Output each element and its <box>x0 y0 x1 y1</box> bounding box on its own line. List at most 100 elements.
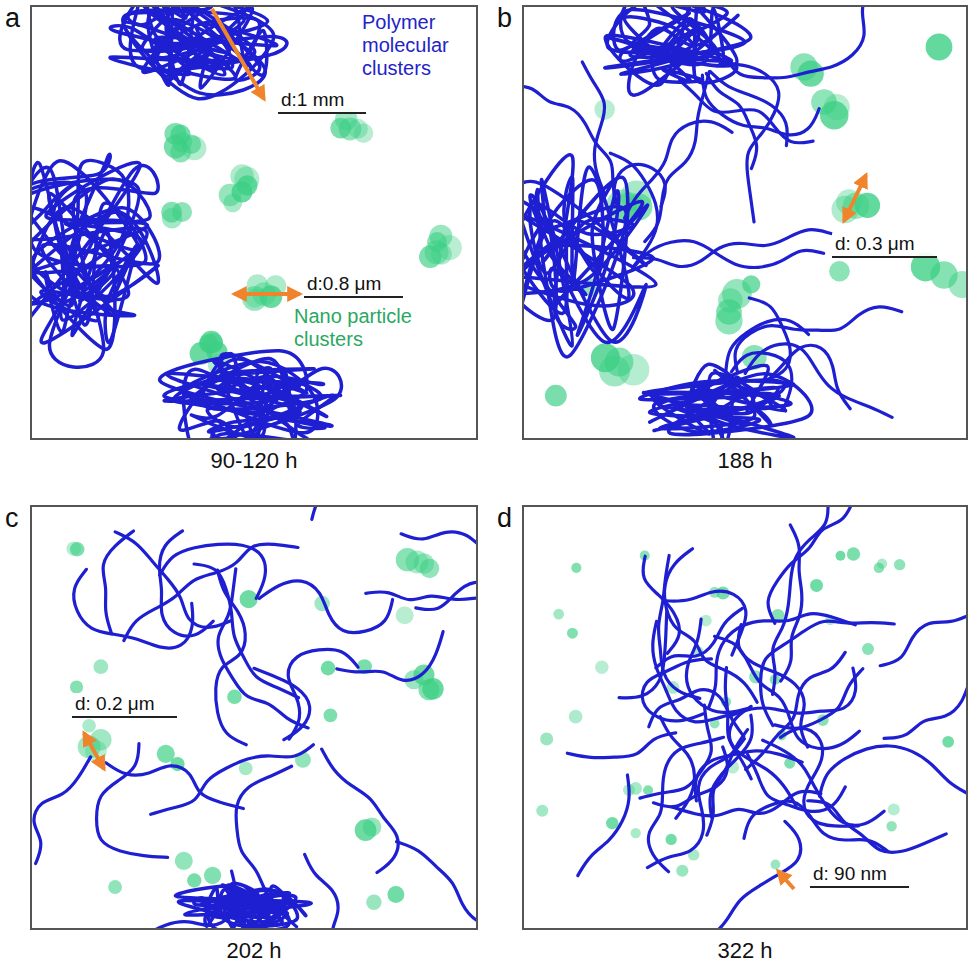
size-arrow <box>234 292 300 296</box>
cluster-label: Polymer molecular clusters <box>362 11 472 80</box>
polymer-group <box>34 507 476 928</box>
polymer-chain <box>880 613 966 666</box>
nanoparticle <box>324 709 338 723</box>
nanoparticle <box>718 288 742 312</box>
nanoparticle <box>631 828 641 838</box>
polymer-chain <box>34 757 91 864</box>
polymer-chain <box>305 854 401 928</box>
polymer-chain <box>648 737 723 871</box>
polymer-cluster-chain <box>182 362 317 433</box>
polymer-chain <box>748 754 846 811</box>
nanoparticle <box>82 719 96 733</box>
polymer-chain <box>633 241 824 269</box>
nanoparticle <box>676 865 688 877</box>
nanoparticle <box>536 805 548 817</box>
nanoparticle <box>70 680 83 693</box>
polymer-chain <box>259 581 392 633</box>
nanoparticle-group <box>545 34 966 407</box>
nanoparticle <box>187 873 201 887</box>
panel-letter: b <box>497 3 512 34</box>
polymer-chain <box>726 7 866 78</box>
polymer-chain <box>726 320 809 372</box>
size-arrow <box>844 175 866 221</box>
size-label: d:1 mm <box>278 89 366 114</box>
polymer-chain <box>749 298 790 380</box>
size-label: d: 0.3 μm <box>832 233 937 258</box>
polymer-group <box>567 507 966 928</box>
polymer-chain <box>567 733 675 758</box>
nanoparticle <box>742 275 760 293</box>
time-caption: 188 h <box>524 448 966 473</box>
nanoparticle <box>200 331 223 354</box>
polymer-chain <box>763 740 884 825</box>
size-arrow <box>778 871 794 889</box>
nanoparticle-group <box>536 547 954 877</box>
polymer-chain <box>735 307 902 372</box>
nanoparticle <box>591 343 620 372</box>
time-caption: 90-120 h <box>32 448 476 473</box>
polymer-chain <box>775 669 863 729</box>
polymer-chain <box>619 611 667 698</box>
panel-box: aPolymer molecular clustersd:1 mmd:0.8 μ… <box>30 5 478 440</box>
polymer-chain <box>884 641 966 738</box>
nanoparticle <box>422 678 443 699</box>
polymer-chain <box>614 164 665 206</box>
nanoparticle <box>330 118 351 139</box>
nanoparticle <box>824 94 850 120</box>
nanoparticle <box>157 745 175 763</box>
polymer-chain <box>732 353 792 408</box>
polymer-cluster-chain <box>194 898 290 928</box>
polymer-chain <box>337 632 443 681</box>
polymer-chain <box>288 649 358 739</box>
polymer-chain <box>578 775 629 876</box>
time-caption: 202 h <box>32 938 476 963</box>
polymer-chain <box>664 549 757 703</box>
polymer-chain <box>781 525 802 681</box>
nanoparticle <box>926 34 953 61</box>
polymer-chain <box>709 614 856 708</box>
nanoparticle <box>877 559 887 569</box>
nanoparticle <box>829 261 850 282</box>
polymer-chain <box>236 766 297 926</box>
polymer-chain <box>767 345 850 408</box>
polymer-chain <box>401 532 476 611</box>
polymer-cluster-chain <box>32 184 74 306</box>
nanoparticle <box>396 606 414 624</box>
polymer-chain <box>107 871 236 928</box>
nanoparticle <box>888 803 900 815</box>
size-arrow <box>212 9 264 99</box>
nanoparticle-group <box>66 541 443 910</box>
nanoparticle <box>595 661 608 674</box>
polymer-group <box>32 7 341 438</box>
polymer-chain <box>715 636 860 748</box>
nanoparticle <box>429 225 452 248</box>
nanoparticle <box>540 732 553 745</box>
panel-box: bd: 0.3 μm188 h <box>522 5 968 440</box>
polymer-chain <box>710 715 752 817</box>
nanoparticle <box>108 880 122 894</box>
time-caption: 322 h <box>524 938 966 963</box>
nanoparticle <box>836 551 846 561</box>
polymer-chain <box>680 80 813 142</box>
polymer-chain <box>103 531 133 634</box>
nanoparticle-group <box>161 108 462 375</box>
nanoparticle <box>182 134 202 154</box>
polymer-chain <box>218 569 308 728</box>
polymer-chain <box>642 659 711 721</box>
nanoparticle <box>70 542 84 556</box>
polymer-chain <box>820 746 966 796</box>
nanoparticle <box>567 628 578 639</box>
nanoparticle <box>545 385 567 407</box>
polymer-chain <box>151 745 314 815</box>
nanoparticle <box>230 164 253 187</box>
polymer-cluster-chain <box>692 381 794 421</box>
nanoparticle <box>219 184 241 206</box>
size-arrow <box>84 733 104 769</box>
panel-box: cd: 0.2 μm202 h <box>30 505 478 930</box>
nanoparticle <box>199 334 218 353</box>
polymer-chain <box>664 821 801 928</box>
nanoparticle <box>949 271 966 298</box>
nanoparticle <box>387 886 404 903</box>
polymer-group <box>524 7 902 438</box>
polymer-cluster-chain <box>530 195 646 342</box>
